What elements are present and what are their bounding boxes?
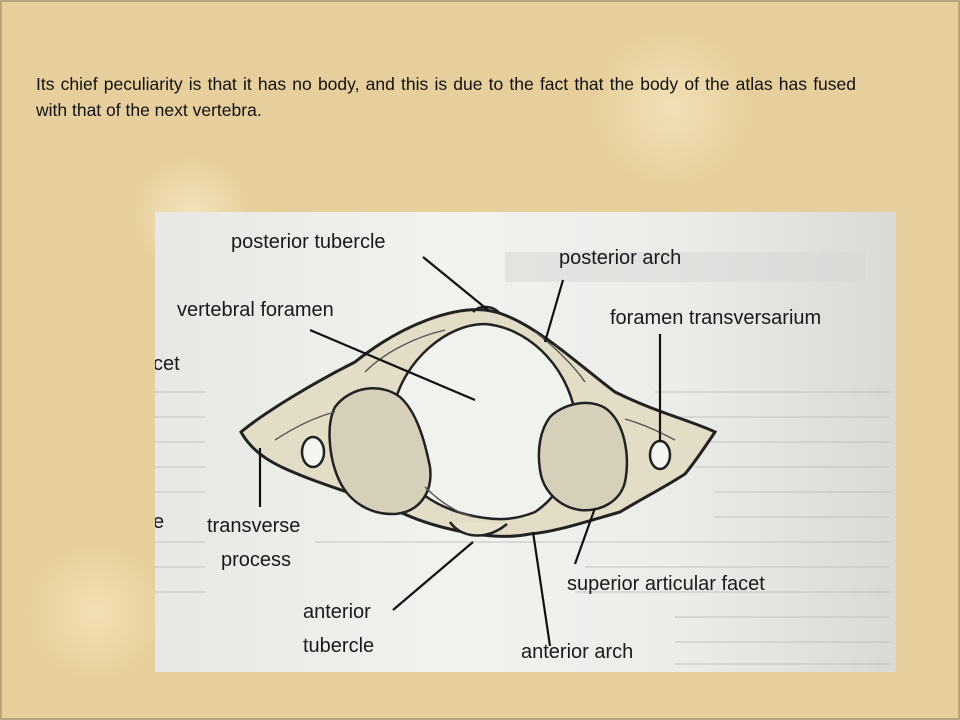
- atlas-bone: [239, 305, 718, 538]
- posterior-tubercle-shape: [472, 305, 502, 315]
- left-articular-facet: [328, 387, 432, 516]
- right-articular-facet: [537, 401, 629, 512]
- label-posterior-tubercle: posterior tubercle: [231, 231, 386, 253]
- left-foramen-transversarium: [300, 435, 326, 469]
- background-text-texture: [155, 252, 890, 665]
- label-anterior-tubercle-line1: anterior: [303, 601, 371, 623]
- atlas-diagram-scan: posterior tubercle posterior arch verteb…: [155, 212, 896, 672]
- label-anterior-arch: anterior arch: [521, 641, 633, 663]
- label-vertebral-foramen: vertebral foramen: [177, 299, 334, 321]
- edge-fragment-left-bottom: e: [155, 511, 164, 533]
- label-transverse-process-line1: transverse: [207, 515, 300, 537]
- anterior-tubercle-shape: [448, 521, 508, 537]
- atlas-diagram: posterior tubercle posterior arch verteb…: [155, 231, 890, 665]
- label-foramen-transversarium: foramen transversarium: [610, 307, 821, 329]
- leader-lines: [258, 256, 662, 647]
- right-foramen-transversarium: [648, 439, 672, 471]
- label-anterior-tubercle-line2: tubercle: [303, 635, 374, 657]
- label-posterior-arch: posterior arch: [559, 247, 681, 269]
- label-superior-articular-facet: superior articular facet: [567, 573, 765, 595]
- edge-fragment-left-top: cet: [155, 353, 180, 375]
- label-transverse-process-line2: process: [221, 549, 291, 571]
- slide-caption: Its chief peculiarity is that it has no …: [36, 74, 856, 120]
- bone-shading: [274, 329, 676, 518]
